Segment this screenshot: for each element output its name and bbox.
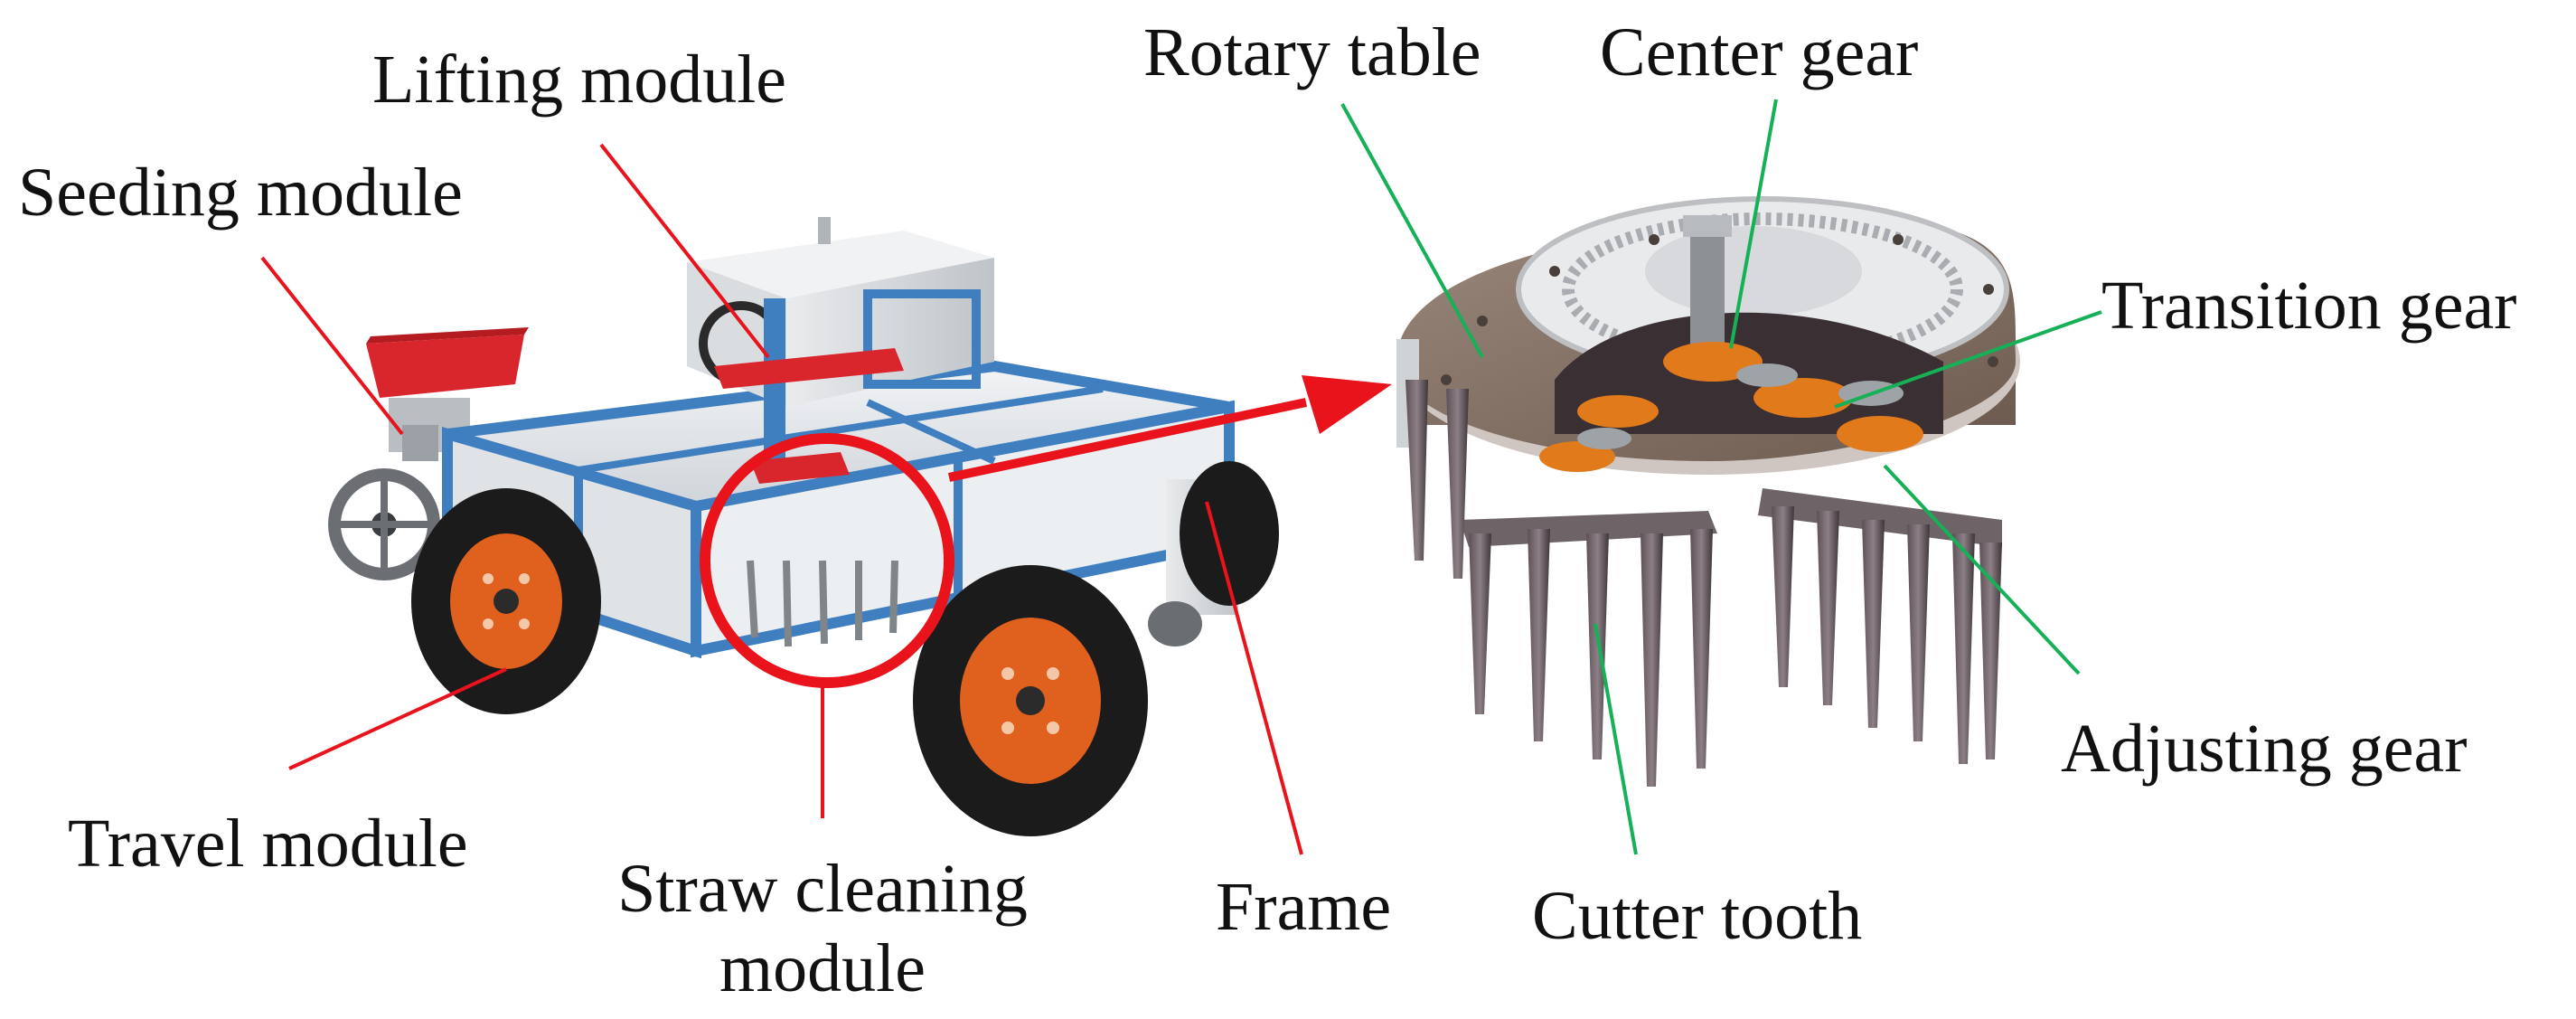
label-rotary-table: Rotary table [1143,14,1481,90]
right-drive-wheel [913,565,1148,836]
leader-frame [1205,501,1303,855]
leader-center [1729,99,1778,349]
label-straw-cleaning-line2: module [719,930,926,1006]
label-lifting-module: Lifting module [372,42,787,118]
label-transition-gear: Transition gear [2101,268,2517,344]
vehicle-cutter-teeth [747,560,898,647]
label-straw-cleaning-module: Straw cleaning module [578,854,1067,1003]
vehicle-leader-lines [260,143,1303,855]
lifting-box [687,217,994,484]
leader-adjusting [1883,464,2081,675]
label-travel-module: Travel module [68,806,468,882]
leader-transition [1834,310,2102,409]
rotary-device [1396,196,2020,787]
left-drive-wheel [411,488,601,714]
rear-small-wheel [328,468,440,580]
callout-arrow [947,375,1392,482]
leader-seeding [260,256,404,436]
label-seeding-module: Seeding module [18,155,463,231]
label-adjusting-gear: Adjusting gear [2061,711,2468,787]
leader-lifting [599,143,770,359]
label-frame: Frame [1216,869,1392,945]
leader-rotary [1340,103,1484,358]
label-center-gear: Center gear [1600,14,1919,90]
rear-right-wheel [1148,461,1279,646]
leader-travel [288,667,507,770]
device-leader-lines [1340,99,2102,855]
leader-cutter [1594,623,1638,855]
label-cutter-tooth: Cutter tooth [1532,878,1863,954]
highlight-circle [700,433,954,688]
label-straw-cleaning-line1: Straw cleaning [617,851,1028,927]
